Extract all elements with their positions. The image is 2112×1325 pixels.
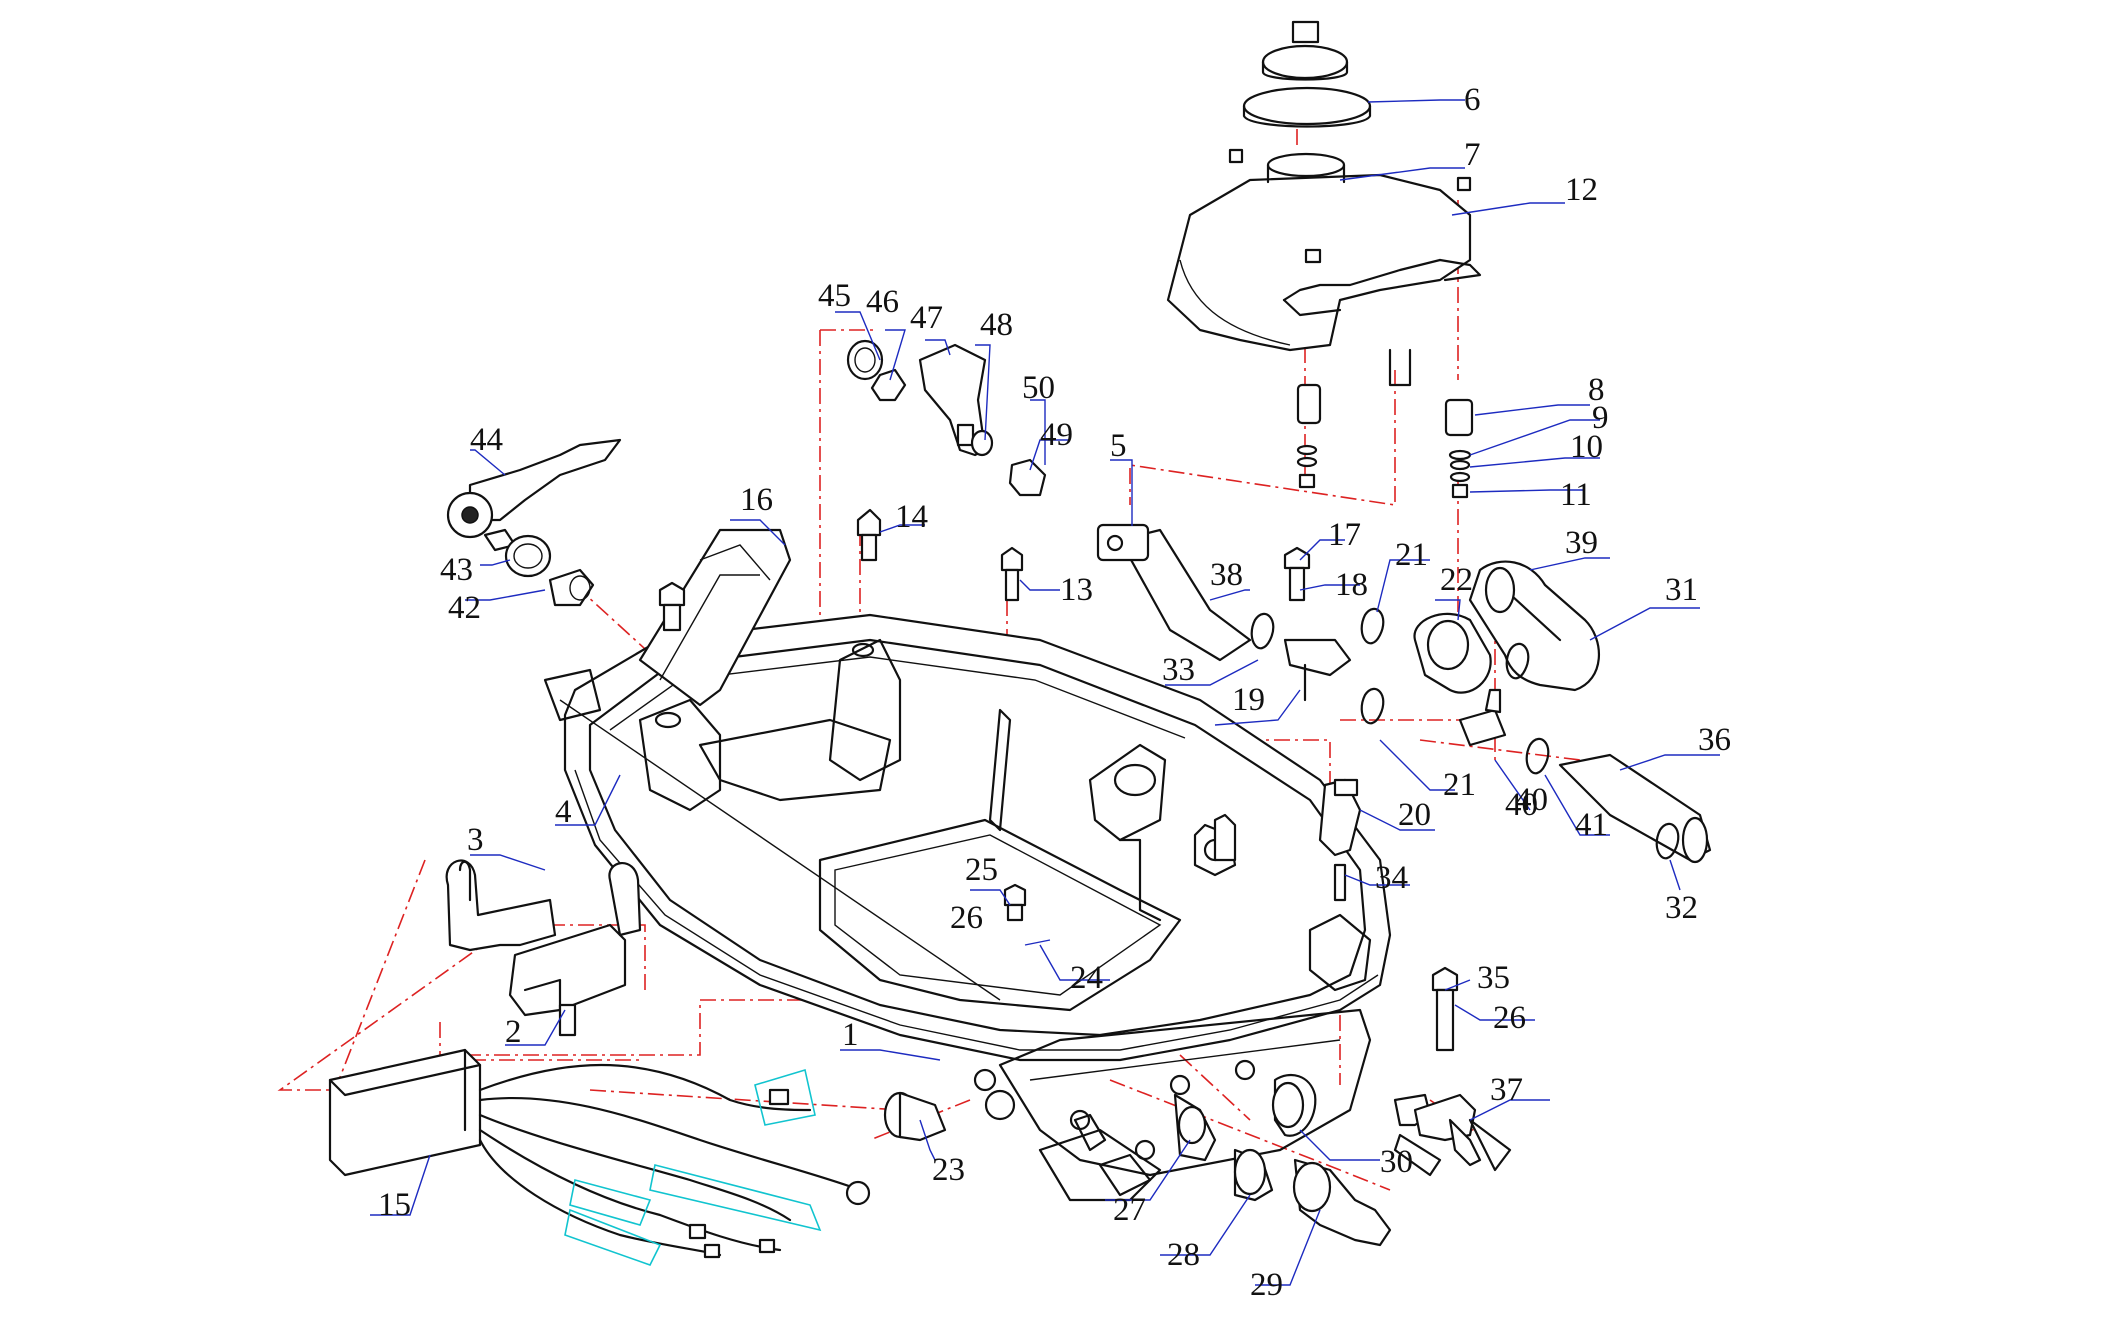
pin-34 (1333, 863, 1347, 902)
callout-48: 48 (980, 307, 1013, 343)
callout-1: 1 (842, 1017, 859, 1053)
callout-7: 7 (1464, 137, 1481, 173)
bracket-3 (445, 859, 557, 952)
callout-5: 5 (1110, 428, 1127, 464)
hose-36 (1558, 753, 1712, 864)
control-box (328, 1048, 871, 1266)
callout-25: 25 (965, 852, 998, 888)
callout-39: 39 (1565, 525, 1598, 561)
callout-26a: 26 (950, 900, 983, 936)
front-fittings (883, 1073, 1512, 1247)
callout-32: 32 (1665, 890, 1698, 926)
fuel-hose-38 (1118, 528, 1252, 662)
bracket-2 (508, 862, 642, 1037)
callout-6: 6 (1464, 82, 1481, 118)
callout-20: 20 (1398, 797, 1431, 833)
fuel-cap (1261, 20, 1349, 81)
hose-39-31 (1468, 560, 1600, 692)
callout-18: 18 (1335, 567, 1368, 603)
callout-2: 2 (505, 1014, 522, 1050)
throttle-assembly (846, 339, 1047, 497)
elbow-20 (1318, 778, 1362, 857)
gasket-6 (1242, 86, 1372, 128)
callout-47: 47 (910, 300, 943, 336)
callout-14: 14 (895, 499, 928, 535)
hose-clamps (1250, 607, 1680, 860)
callout-50: 50 (1022, 370, 1055, 406)
callout-29: 29 (1250, 1267, 1283, 1303)
callout-44: 44 (470, 422, 503, 458)
callout-8: 8 (1588, 372, 1605, 408)
callout-40b: 40 (1515, 782, 1548, 818)
callout-15: 15 (378, 1187, 411, 1223)
callout-31: 31 (1665, 572, 1698, 608)
callout-12: 12 (1565, 172, 1598, 208)
callout-42: 42 (448, 590, 481, 626)
callout-labels: 1 2 3 4 5 6 7 8 9 10 11 12 13 14 15 16 1… (378, 82, 1731, 1303)
fuel-tank (1166, 152, 1482, 387)
tank-mounts (1228, 148, 1474, 499)
callout-4: 4 (555, 794, 572, 830)
callout-46: 46 (866, 284, 899, 320)
callout-35: 35 (1477, 960, 1510, 996)
callout-41: 41 (1575, 807, 1608, 843)
callout-19: 19 (1232, 682, 1265, 718)
callout-3: 3 (467, 822, 484, 858)
callout-34: 34 (1375, 860, 1408, 896)
filter-22 (1413, 612, 1492, 694)
callout-28: 28 (1167, 1237, 1200, 1273)
callout-13: 13 (1060, 572, 1093, 608)
callout-49: 49 (1040, 417, 1073, 453)
leader-lines (370, 99, 1720, 1286)
callout-21b: 21 (1443, 767, 1476, 803)
callout-16: 16 (740, 482, 773, 518)
callout-27: 27 (1113, 1192, 1146, 1228)
callout-24: 24 (1070, 960, 1103, 996)
callout-10: 10 (1570, 429, 1603, 465)
callout-37: 37 (1490, 1072, 1523, 1108)
bolts (658, 508, 1459, 1052)
callout-26b: 26 (1493, 1000, 1526, 1036)
callout-30: 30 (1380, 1144, 1413, 1180)
callout-38: 38 (1210, 557, 1243, 593)
clamp-5 (1096, 523, 1150, 562)
throttle-lever (446, 438, 622, 607)
callout-36: 36 (1698, 722, 1731, 758)
callout-9: 9 (1592, 400, 1609, 436)
callout-11: 11 (1560, 477, 1592, 513)
lower-cowling (543, 528, 1392, 1202)
callout-43: 43 (440, 552, 473, 588)
callout-23: 23 (932, 1152, 965, 1188)
callout-17: 17 (1328, 517, 1361, 553)
callout-45: 45 (818, 278, 851, 314)
tee-19-40 (1283, 638, 1507, 747)
callout-33: 33 (1162, 652, 1195, 688)
callout-40a: 40 (1505, 787, 1538, 823)
callout-22: 22 (1440, 562, 1473, 598)
callout-21a: 21 (1395, 537, 1428, 573)
